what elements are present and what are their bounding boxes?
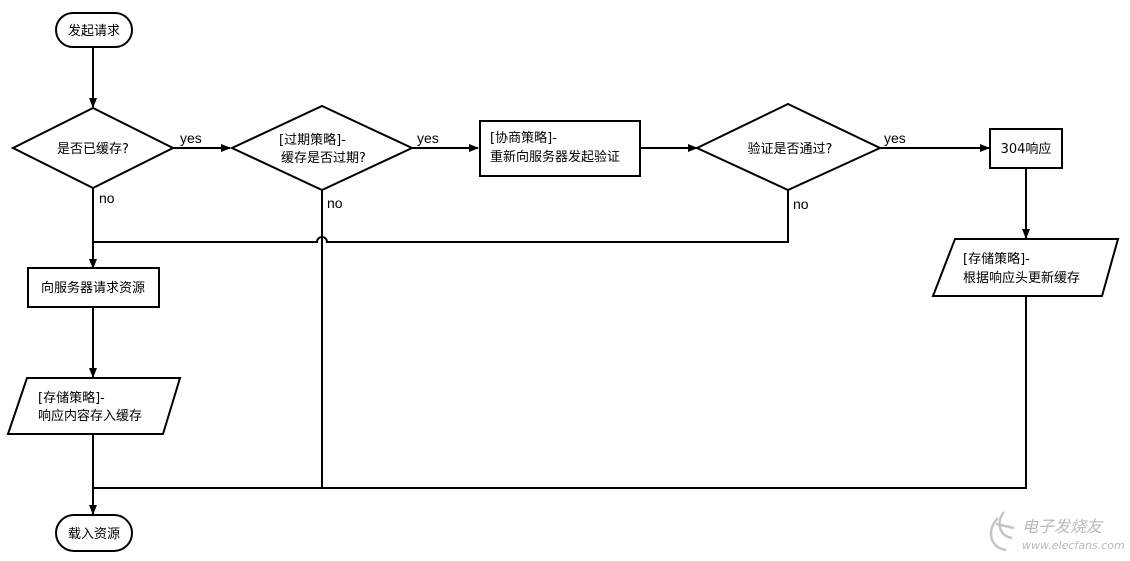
node-request-resource-label: 向服务器请求资源 xyxy=(41,280,145,296)
node-verify: 验证是否通过? xyxy=(694,102,883,192)
edge-verify-no xyxy=(93,190,789,243)
watermark-url: www.elecfans.com xyxy=(1022,539,1125,552)
node-start: 发起请求 xyxy=(55,12,133,48)
node-load: 载入资源 xyxy=(55,514,133,552)
node-is-cached-label: 是否已缓存? xyxy=(57,142,129,157)
node-expire-line2: 缓存是否过期? xyxy=(281,151,366,166)
node-load-label: 载入资源 xyxy=(68,527,120,542)
node-negotiate-line1: [协商策略]- xyxy=(490,130,557,146)
node-304-label: 304响应 xyxy=(1001,141,1052,157)
node-store-update-line2: 根据响应头更新缓存 xyxy=(963,270,1080,286)
node-start-label: 发起请求 xyxy=(68,23,120,39)
label-cached-yes: yes xyxy=(180,130,202,146)
node-store-response-line2: 响应内容存入缓存 xyxy=(38,408,142,424)
label-cached-no: no xyxy=(99,190,115,206)
watermark-logo-icon xyxy=(989,511,1015,552)
node-304: 304响应 xyxy=(989,128,1063,169)
label-verify-yes: yes xyxy=(884,130,906,146)
watermark: 电子发烧友 www.elecfans.com xyxy=(989,511,1125,552)
node-expire-line1: [过期策略]- xyxy=(279,132,346,148)
node-store-update: [存储策略]- 根据响应头更新缓存 xyxy=(931,238,1120,297)
node-store-response-line1: [存储策略]- xyxy=(38,390,105,406)
node-expire-check: [过期策略]- 缓存是否过期? xyxy=(229,104,415,192)
node-negotiate: [协商策略]- 重新向服务器发起验证 xyxy=(479,120,641,177)
connectors xyxy=(89,47,1030,515)
label-verify-no: no xyxy=(793,196,809,212)
edge-store-update-to-load xyxy=(93,296,1027,489)
node-verify-label: 验证是否通过? xyxy=(748,141,833,157)
node-is-cached: 是否已缓存? xyxy=(10,106,176,190)
node-store-update-line1: [存储策略]- xyxy=(963,251,1030,267)
node-negotiate-line2: 重新向服务器发起验证 xyxy=(490,149,620,165)
label-expired-no: no xyxy=(327,195,343,211)
label-expired-yes: yes xyxy=(417,130,439,146)
node-store-response: [存储策略]- 响应内容存入缓存 xyxy=(6,377,182,435)
node-request-resource: 向服务器请求资源 xyxy=(27,267,160,308)
watermark-brand: 电子发烧友 xyxy=(1022,517,1104,536)
